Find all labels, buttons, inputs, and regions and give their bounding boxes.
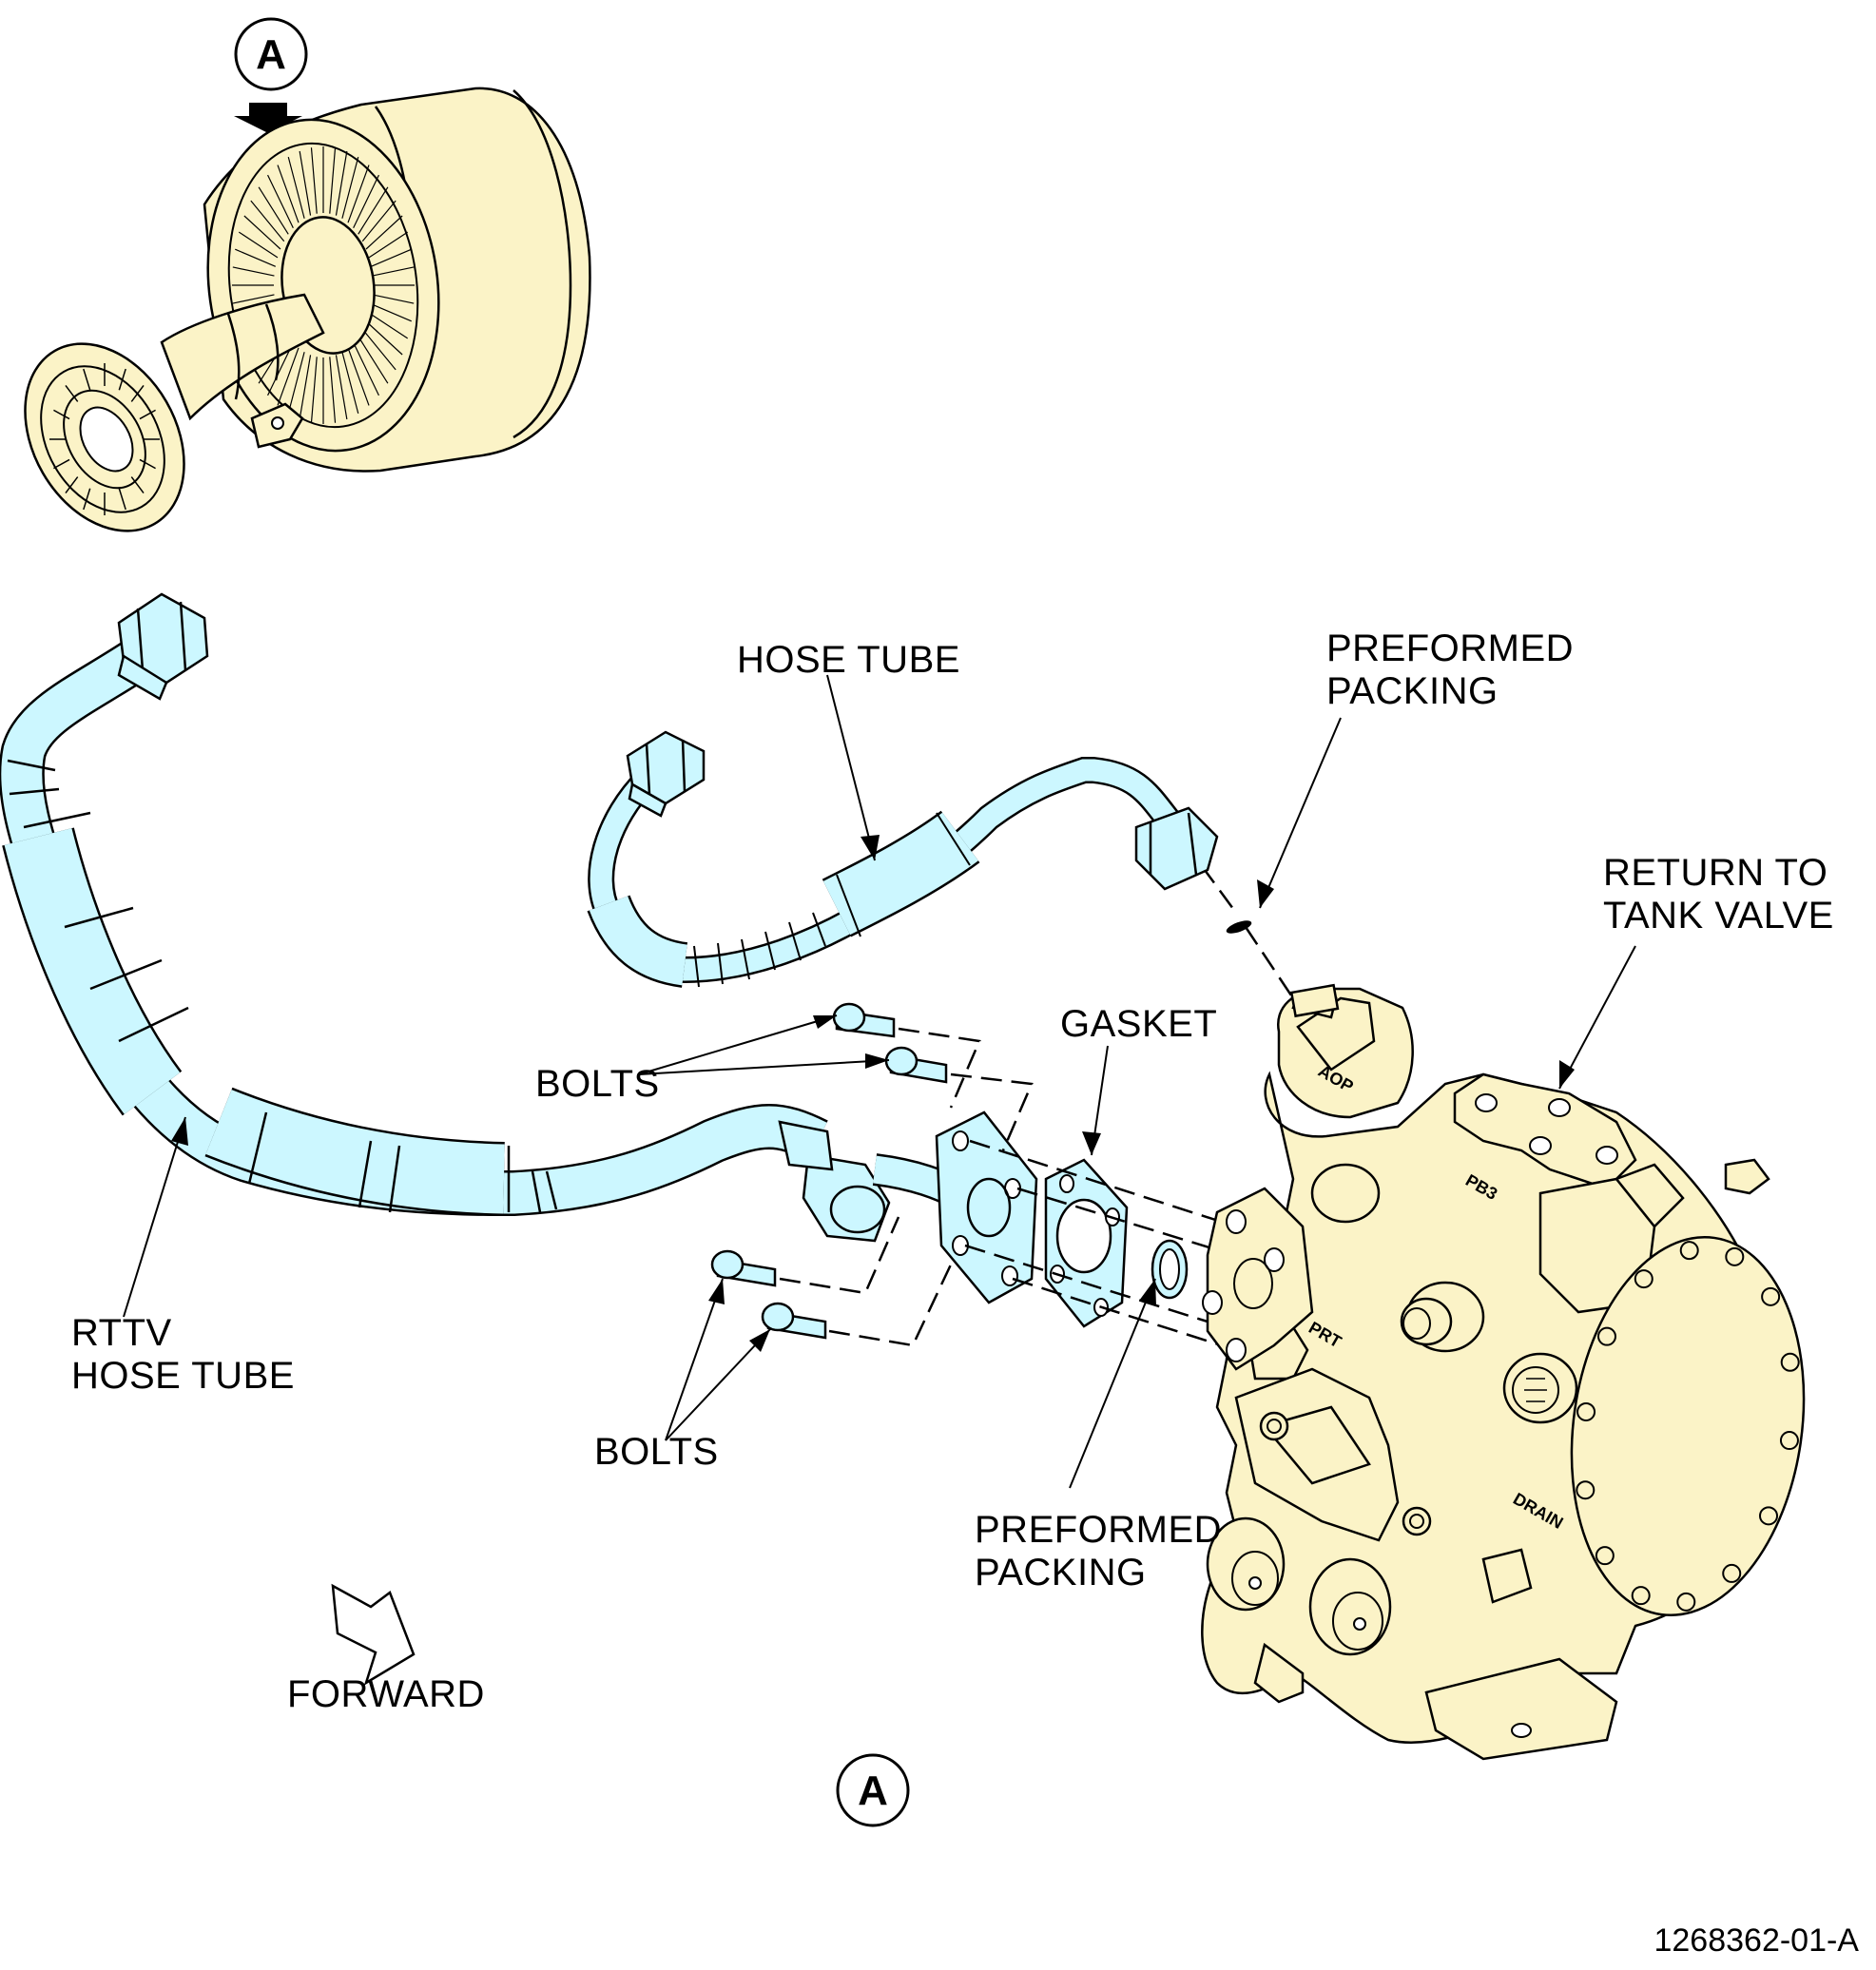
bolts-group — [710, 1002, 948, 1340]
upper-hose-right-fitting — [1134, 806, 1219, 891]
view-a-marker-bottom: A — [836, 1753, 910, 1827]
label-return-to-tank-valve-line2: TANK VALVE — [1603, 895, 1834, 937]
forward-arrow-icon — [331, 1583, 416, 1686]
forward-direction-indicator: FORWARD — [287, 1583, 485, 1715]
upper-preformed-packing-ring — [1226, 920, 1252, 934]
return-to-tank-valve-body: AOP PB3 PRT DRAIN — [1201, 983, 1806, 1761]
label-forward: FORWARD — [287, 1673, 485, 1715]
lower-preformed-packing-ring — [1151, 1239, 1189, 1300]
bolt-4 — [761, 1302, 827, 1340]
label-bolts-upper: BOLTS — [535, 1063, 660, 1105]
engine-shaft — [160, 293, 325, 421]
bolt-2 — [884, 1046, 948, 1084]
valve-round-cover — [1570, 1235, 1806, 1617]
engine-fan-blades — [232, 146, 415, 424]
label-preformed-packing-top-line1: PREFORMED — [1326, 628, 1574, 669]
gasket-part — [1044, 1158, 1129, 1328]
view-a-letter-top: A — [256, 31, 286, 78]
rttv-hose-tube — [0, 592, 987, 1243]
label-rttv-hose-tube-line2: HOSE TUBE — [71, 1355, 295, 1397]
label-bolts-lower: BOLTS — [594, 1431, 719, 1473]
label-gasket: GASKET — [1060, 1003, 1217, 1045]
label-preformed-packing-bottom-line2: PACKING — [975, 1552, 1147, 1593]
engine-illustration — [24, 87, 591, 532]
label-hose-tube: HOSE TUBE — [737, 639, 960, 681]
alignment-dashed-lines — [779, 840, 1295, 1352]
view-direction-arrow-icon — [234, 103, 302, 133]
label-preformed-packing-bottom-line1: PREFORMED — [975, 1509, 1222, 1551]
valve-mounting-bracket — [1253, 1642, 1305, 1704]
label-rttv-hose-tube-line1: RTTV — [71, 1312, 172, 1354]
figure-number: 1268362-01-A — [1654, 1922, 1859, 1959]
valve-cover-bolts — [1576, 1241, 1800, 1612]
view-a-marker-top: A — [234, 17, 308, 133]
label-preformed-packing-top-line2: PACKING — [1326, 670, 1499, 712]
leader-arrowheads — [171, 835, 1575, 1352]
bolt-3 — [710, 1249, 777, 1287]
valve-top-mounting-pad — [1453, 1072, 1637, 1190]
upper-hose-tube — [587, 730, 1219, 988]
view-a-letter-bottom: A — [858, 1767, 888, 1814]
bolt-1 — [832, 1002, 896, 1038]
label-return-to-tank-valve-line1: RETURN TO — [1603, 852, 1828, 894]
hose-flange — [935, 1111, 1038, 1304]
